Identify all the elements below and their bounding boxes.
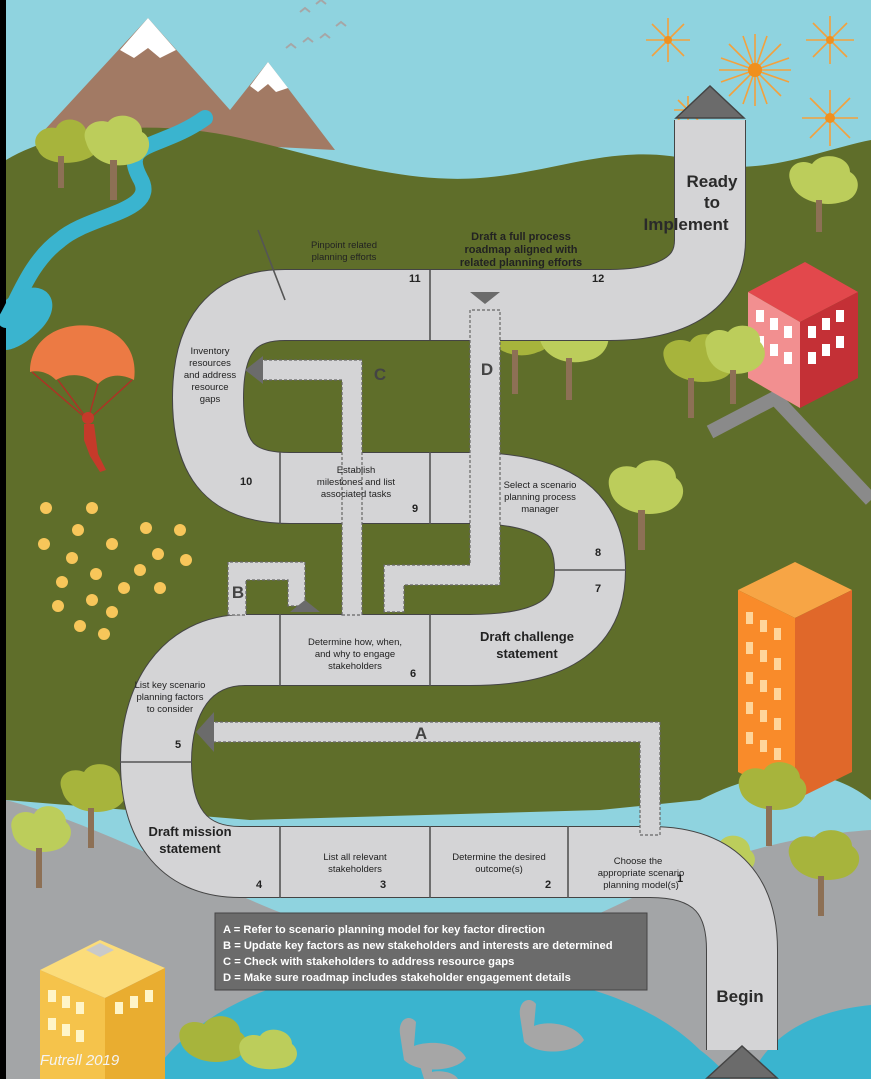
feedback-arrowheads [196, 292, 500, 752]
step-9-number: 9 [412, 503, 418, 515]
step-8-number: 8 [595, 547, 601, 559]
feedback-loop-d [383, 309, 501, 613]
legend-line-c: C = Check with stakeholders to address r… [223, 956, 514, 968]
arrowhead-b [290, 600, 320, 612]
ready-label-line2: to [704, 193, 720, 212]
begin-label: Begin [716, 987, 763, 1006]
red-building [748, 262, 858, 408]
arrowhead-c [245, 356, 263, 384]
arrowhead-a [196, 712, 214, 752]
letter-b: B [232, 583, 244, 602]
letter-c: C [374, 365, 386, 384]
feedback-loops [209, 309, 661, 836]
step-10-number: 10 [240, 476, 252, 488]
step-11-number: 11 [409, 273, 421, 285]
legend-line-d: D = Make sure roadmap includes stakehold… [223, 972, 571, 984]
step-12-number: 12 [592, 273, 604, 285]
step-7-number: 7 [595, 583, 601, 595]
arrowhead-d [470, 292, 500, 304]
step-6-number: 6 [410, 668, 416, 680]
shore [6, 800, 871, 1079]
lake-left [6, 287, 53, 350]
credit-text: Futrell 2019 [40, 1052, 120, 1069]
step-5-number: 5 [175, 739, 181, 751]
legend-box: A = Refer to scenario planning model for… [214, 912, 648, 991]
step-3-number: 3 [380, 879, 386, 891]
start-arrow [705, 1044, 779, 1079]
lake-right [750, 1005, 871, 1079]
segment-dividers [120, 229, 626, 898]
step-1-number: 1 [677, 873, 683, 885]
feedback-loop-c [257, 359, 363, 616]
letter-a: A [415, 724, 427, 743]
step-4-number: 4 [256, 879, 263, 891]
swans-illustration [399, 1000, 584, 1079]
legend-line-a: A = Refer to scenario planning model for… [223, 924, 545, 936]
yellow-building [40, 940, 165, 1079]
mountains-illustration [40, 18, 335, 150]
parachutist-illustration [30, 325, 135, 472]
letter-d: D [481, 360, 493, 379]
feedback-loop-b [227, 561, 306, 616]
birds-illustration [285, 0, 347, 49]
flowers-illustration [38, 502, 192, 640]
end-arrow [674, 84, 746, 119]
ready-label-line1: Ready [686, 172, 738, 191]
sidewalk [706, 389, 871, 505]
legend-line-b: B = Update key factors as new stakeholde… [223, 940, 613, 952]
step-2-number: 2 [545, 879, 551, 891]
orange-building [738, 562, 852, 800]
ready-label-line3: Implement [643, 215, 728, 234]
